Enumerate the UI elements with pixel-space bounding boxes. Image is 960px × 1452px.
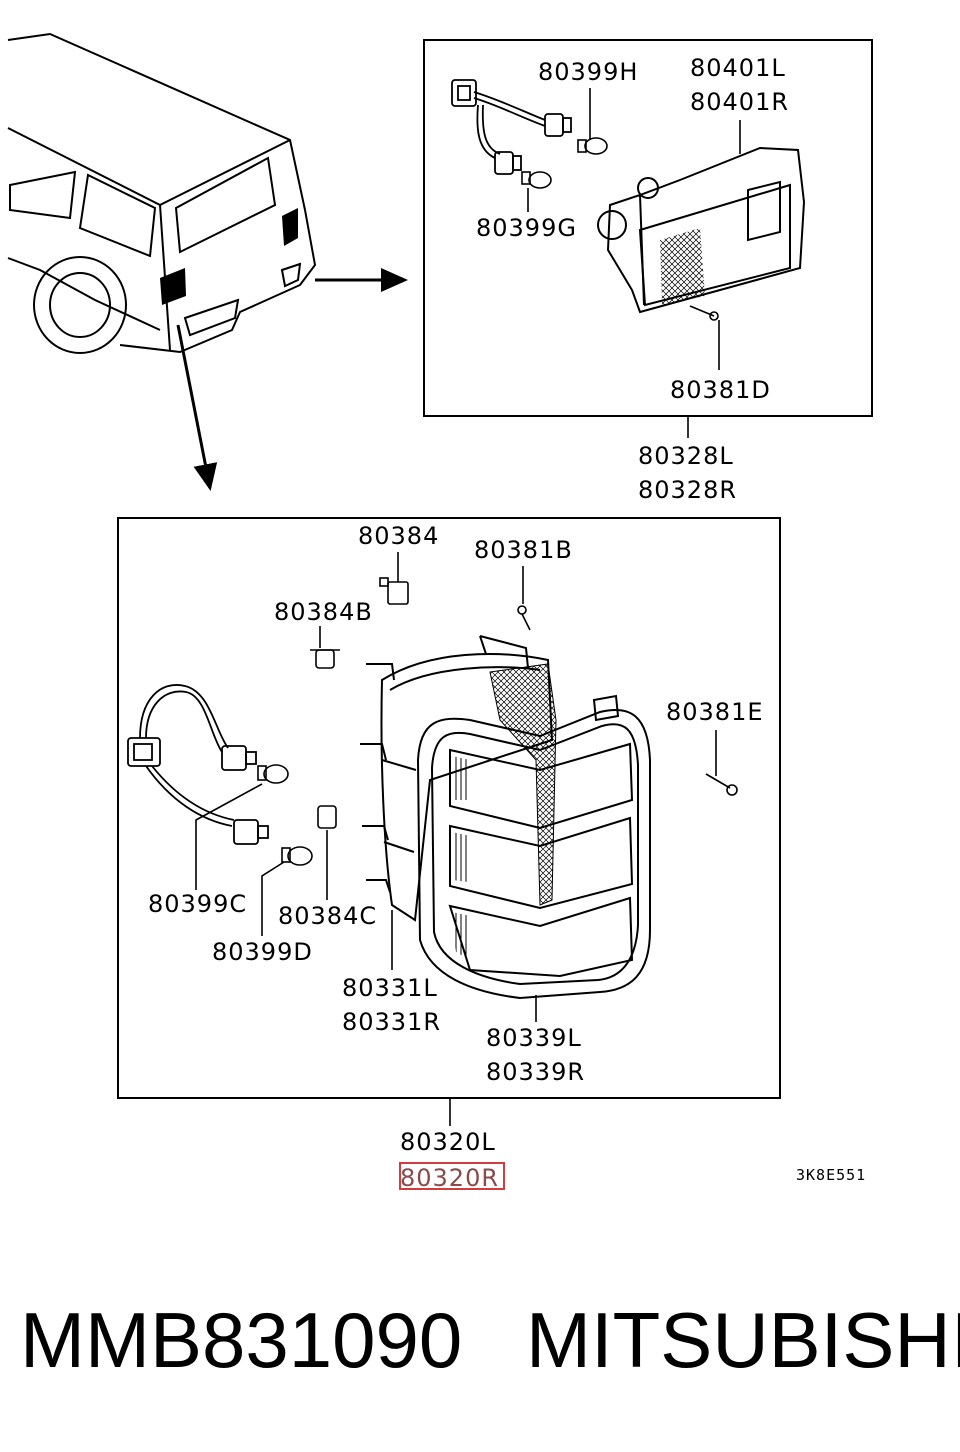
label-80331R: 80331R: [342, 1008, 441, 1036]
label-80381B: 80381B: [474, 536, 573, 564]
label-80399G: 80399G: [476, 214, 577, 242]
label-80401L: 80401L: [690, 54, 786, 82]
label-80339R: 80339R: [486, 1058, 585, 1086]
housing-lens-hatch: [489, 663, 557, 906]
side-lamp-box: [423, 39, 873, 417]
bulb-80399C: [257, 764, 289, 784]
clip-80384B: [310, 649, 340, 669]
bulb-80399G: [521, 171, 552, 189]
clip-80384: [379, 577, 409, 605]
screw-80381D: [689, 305, 719, 321]
tail-lamp-harness: [127, 684, 269, 845]
diagram-code: 3K8E551: [796, 1166, 866, 1184]
label-80331L: 80331L: [342, 974, 438, 1002]
label-80381D: 80381D: [670, 376, 771, 404]
label-80384B: 80384B: [274, 598, 373, 626]
footer: MMB831090 MITSUBISHI: [0, 1290, 960, 1400]
highlighted-part-80320R[interactable]: 80320R: [399, 1162, 505, 1192]
clip-80384C: [317, 805, 337, 829]
label-80401R: 80401R: [690, 88, 789, 116]
screw-80381B: [517, 605, 531, 631]
screw-80381E: [705, 773, 738, 796]
label-80399H: 80399H: [538, 58, 638, 86]
label-80320R[interactable]: 80320R: [400, 1164, 499, 1192]
label-80399C: 80399C: [148, 890, 247, 918]
arrow-to-tail-lamp: [176, 324, 218, 491]
label-80328R: 80328R: [638, 476, 737, 504]
vehicle-illustration: [7, 32, 317, 354]
label-80339L: 80339L: [486, 1024, 582, 1052]
vehicle-tail-lamp-marks: [160, 208, 298, 305]
label-80384C: 80384C: [278, 902, 377, 930]
bulb-80399H: [577, 137, 608, 155]
brand-name: MITSUBISHI: [526, 1296, 960, 1384]
bulb-80399D: [281, 846, 313, 866]
label-80320L: 80320L: [400, 1128, 496, 1156]
side-lamp-harness: [451, 79, 572, 175]
part-number: MMB831090: [20, 1296, 463, 1384]
label-80384: 80384: [358, 522, 439, 550]
leader-80399C: [195, 783, 263, 890]
label-80399D: 80399D: [212, 938, 313, 966]
bezel-lens-hatch: [452, 756, 470, 960]
tail-lamp-bezel: [416, 694, 651, 1000]
side-lamp-unit: [597, 146, 806, 314]
label-80328L: 80328L: [638, 442, 734, 470]
leader-80399D: [261, 861, 285, 936]
tail-lamp-box: [117, 517, 781, 1099]
highlight-box: [399, 1162, 505, 1190]
label-80381E: 80381E: [666, 698, 764, 726]
side-lamp-lens-hatch: [660, 228, 705, 305]
